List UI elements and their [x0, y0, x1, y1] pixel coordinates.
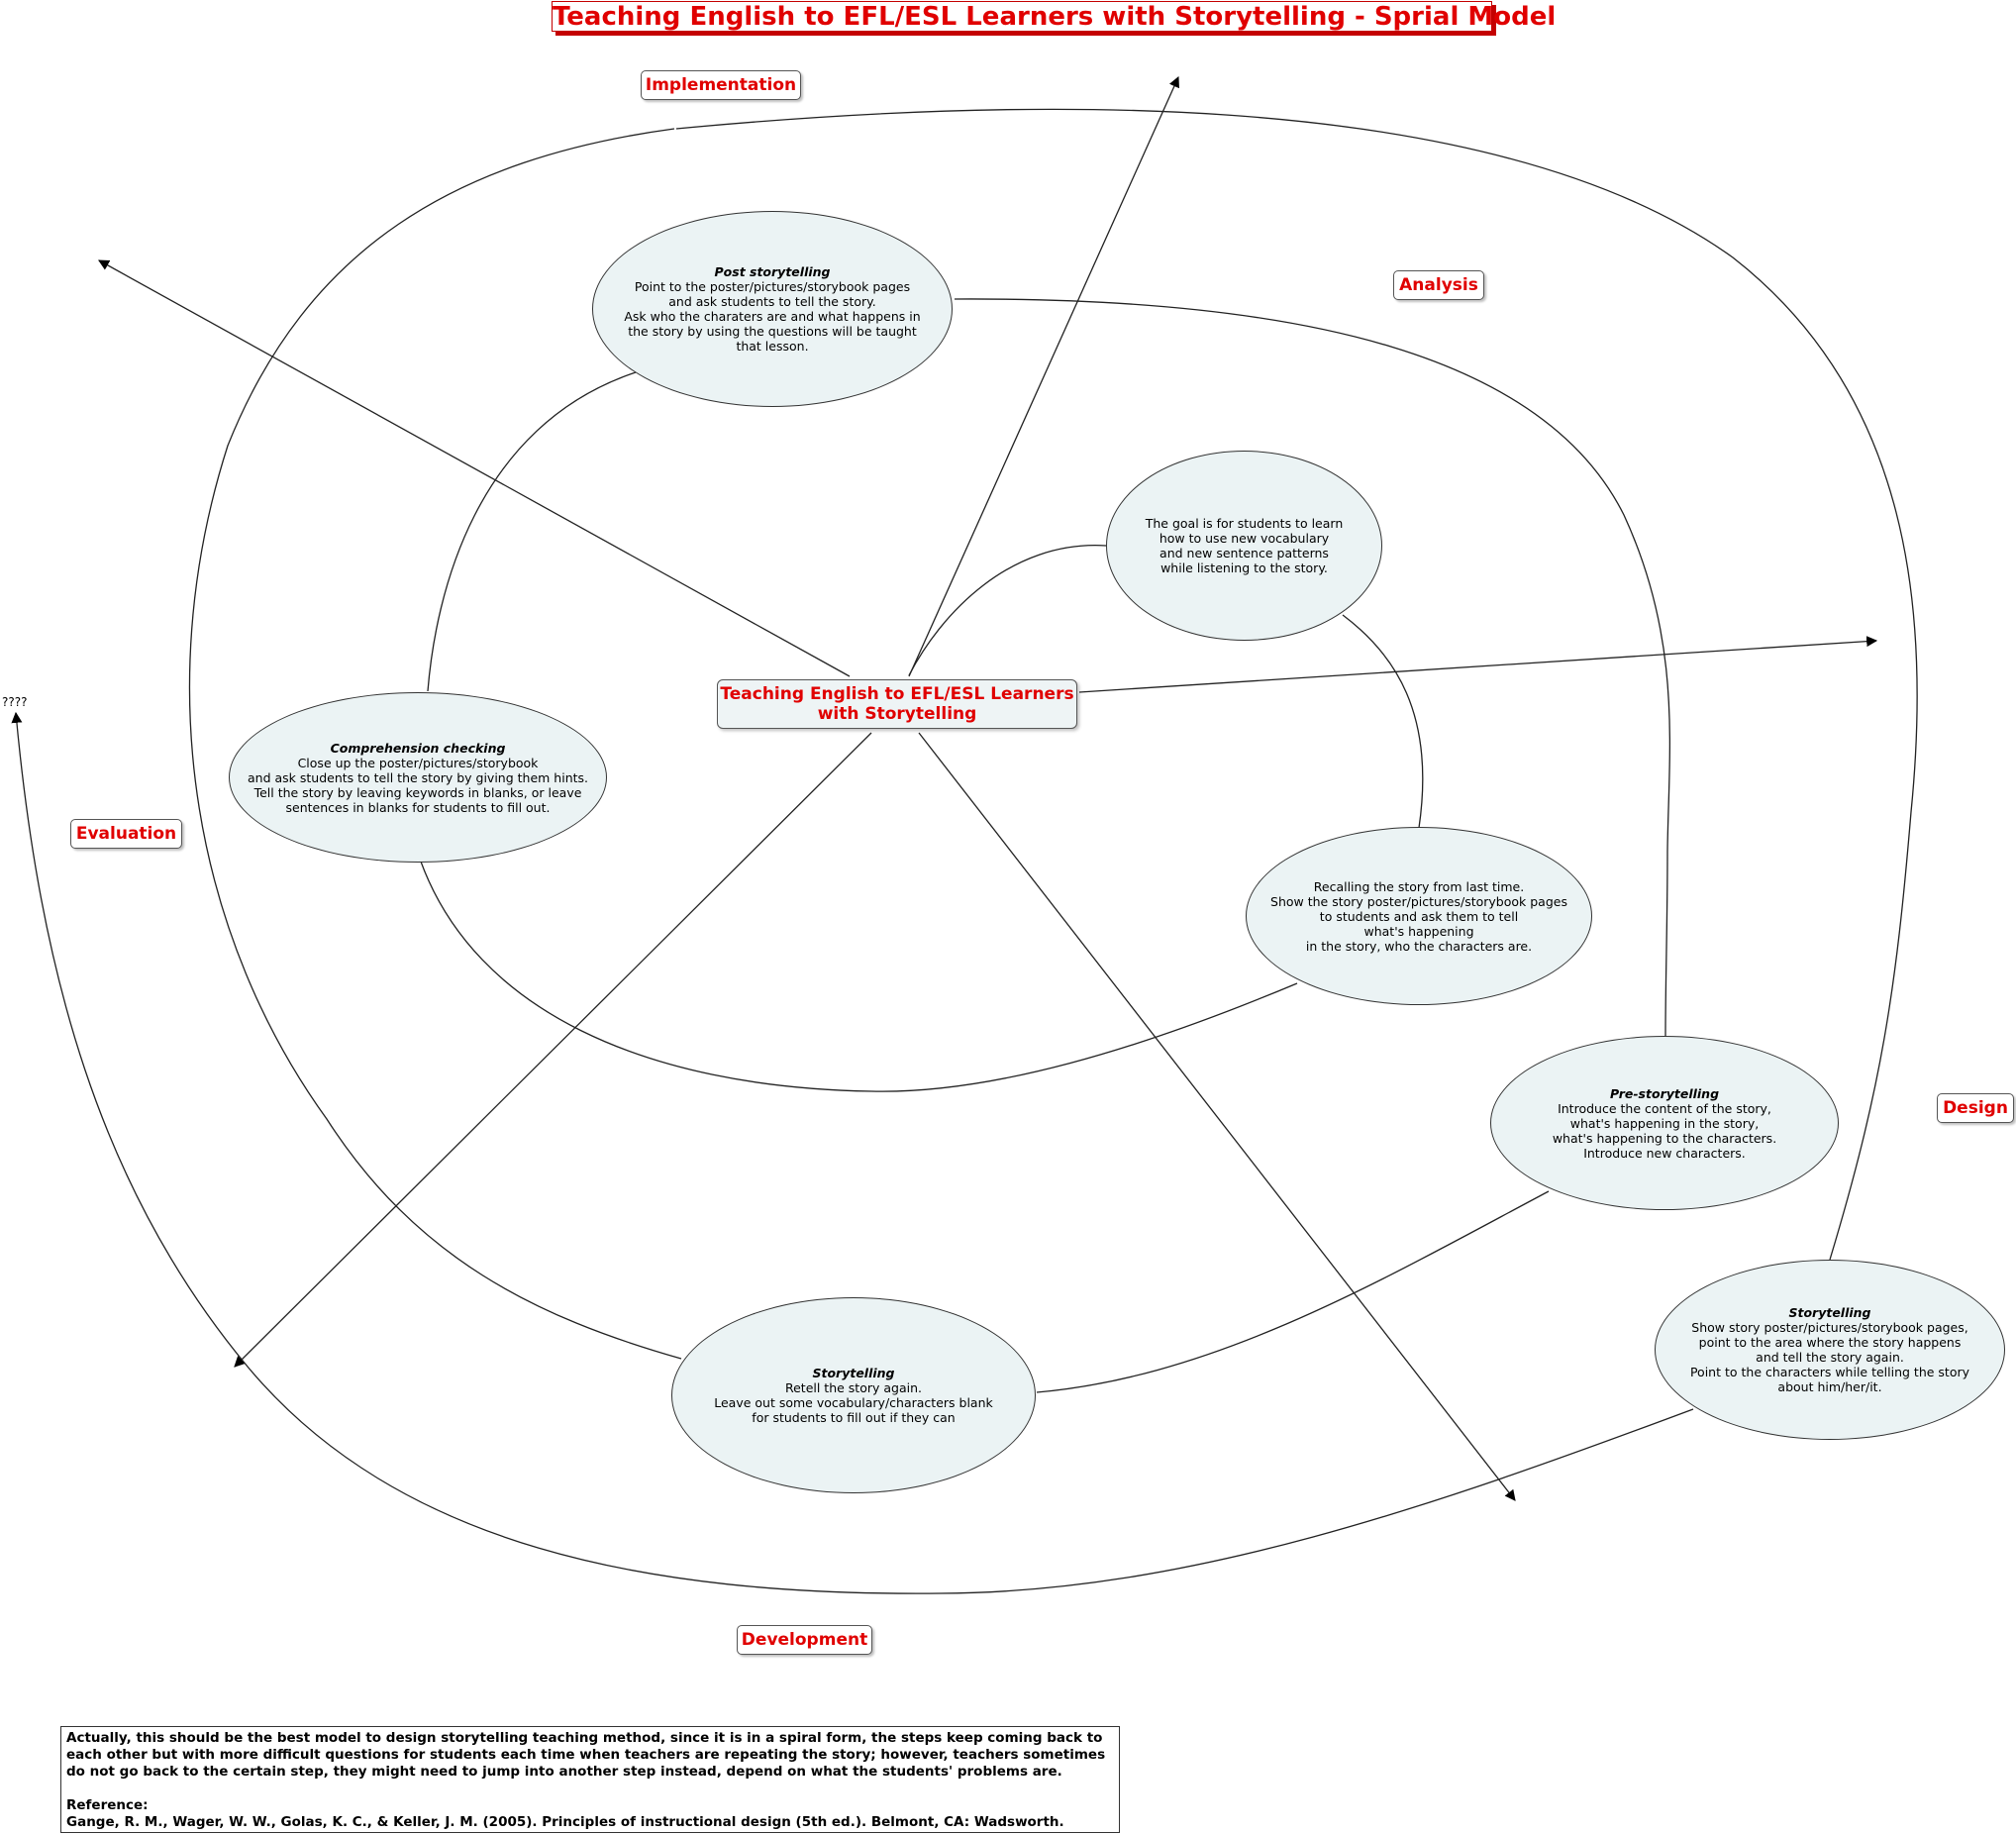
bubble-title: Storytelling [1788, 1305, 1871, 1320]
spiral-outer-top-to-show [675, 108, 1918, 1261]
bubble-title: Post storytelling [714, 264, 831, 279]
bubble-recalling: Recalling the story from last time. Show… [1246, 827, 1592, 1005]
bubble-post-storytelling: Post storytelling Point to the poster/pi… [592, 211, 953, 407]
phase-development: Development [737, 1625, 872, 1655]
spiral-goal-to-recalling [1342, 614, 1424, 829]
bubble-line: how to use new vocabulary [1159, 531, 1330, 546]
bubble-storytelling-retell: Storytelling Retell the story again. Lea… [671, 1297, 1036, 1493]
arrow-to-design [1078, 636, 1878, 693]
bubble-title: Storytelling [812, 1366, 895, 1380]
spiral-post-to-pre [954, 298, 1671, 1037]
bubble-line: Introduce the content of the story, [1558, 1100, 1771, 1116]
spiral-show-to-evaluation [11, 711, 1694, 1594]
bubble-comprehension-checking: Comprehension checking Close up the post… [229, 692, 607, 863]
bubble-line: Tell the story by leaving keywords in bl… [253, 784, 582, 800]
bubble-line: Recalling the story from last time. [1313, 878, 1525, 894]
phase-design: Design [1937, 1093, 2014, 1123]
bubble-line: about him/her/it. [1777, 1379, 1882, 1394]
bubble-line: Retell the story again. [784, 1380, 922, 1395]
central-topic-line-1: Teaching English to EFL/ESL Learners [720, 684, 1074, 704]
bubble-line: and new sentence patterns [1159, 546, 1329, 560]
bubble-line: the story by using the questions will be… [628, 324, 917, 339]
note-box: Actually, this should be the best model … [60, 1726, 1120, 1833]
bubble-line: while listening to the story. [1160, 560, 1328, 575]
question-marks-label: ???? [2, 695, 28, 709]
bubble-line: Close up the poster/pictures/storybook [297, 755, 539, 770]
spiral-comprehension-to-post [427, 371, 637, 692]
arrow-to-analysis [908, 75, 1179, 677]
bubble-line: Show story poster/pictures/storybook pag… [1691, 1320, 1968, 1335]
bubble-line: and ask students to tell the story by gi… [247, 769, 589, 785]
phase-evaluation: Evaluation [70, 819, 182, 849]
arrow-to-development [918, 732, 1516, 1501]
diagram-title: Teaching English to EFL/ESL Learners wit… [552, 1, 1557, 32]
note-spacer [66, 1781, 1114, 1797]
bubble-title: Comprehension checking [330, 740, 506, 756]
bubble-line: Point to the poster/pictures/storybook p… [634, 279, 911, 294]
bubble-line: to students and ask them to tell [1319, 908, 1519, 924]
bubble-line: that lesson. [736, 339, 809, 354]
bubble-line: what's happening [1363, 923, 1474, 939]
bubble-storytelling-show: Storytelling Show story poster/pictures/… [1655, 1260, 2005, 1440]
bubble-line: in the story, who the characters are. [1305, 938, 1533, 954]
arrow-to-implementation [98, 259, 851, 677]
spiral-retell-to-show [188, 128, 682, 1360]
phase-analysis: Analysis [1393, 270, 1484, 300]
bubble-line: Leave out some vocabulary/characters bla… [714, 1395, 993, 1410]
bubble-title: Pre-storytelling [1609, 1085, 1720, 1101]
spiral-center-to-goal [908, 545, 1107, 676]
bubble-line: what's happening in the story, [1569, 1115, 1760, 1131]
phase-implementation: Implementation [641, 70, 801, 100]
bubble-line: The goal is for students to learn [1145, 516, 1344, 531]
bubble-line: Show the story poster/pictures/storybook… [1270, 893, 1567, 909]
bubble-line: and ask students to tell the story. [668, 294, 876, 309]
arrow-to-evaluation [234, 732, 872, 1368]
spiral-pre-to-retell [1036, 1190, 1550, 1393]
bubble-line: what's happening to the characters. [1552, 1130, 1777, 1146]
bubble-line: sentences in blanks for students to fill… [285, 799, 551, 815]
bubble-pre-storytelling: Pre-storytelling Introduce the content o… [1490, 1036, 1839, 1210]
reference-citation: Gange, R. M., Wager, W. W., Golas, K. C.… [66, 1814, 1064, 1830]
bubble-line: point to the area where the story happen… [1698, 1335, 1962, 1350]
spiral-recalling-to-comprehension [420, 861, 1298, 1092]
bubble-line: Introduce new characters. [1583, 1145, 1746, 1161]
bubble-line: and tell the story again. [1756, 1350, 1904, 1365]
bubble-line: Ask who the charaters are and what happe… [624, 309, 921, 324]
bubble-line: Point to the characters while telling th… [1689, 1365, 1970, 1379]
reference-label: Reference: [66, 1797, 149, 1813]
note-text: Actually, this should be the best model … [66, 1730, 1106, 1780]
central-topic: Teaching English to EFL/ESL Learners wit… [717, 679, 1077, 729]
central-topic-line-2: with Storytelling [817, 704, 977, 724]
bubble-line: for students to fill out if they can [752, 1410, 956, 1425]
bubble-goal: The goal is for students to learn how to… [1106, 451, 1382, 641]
